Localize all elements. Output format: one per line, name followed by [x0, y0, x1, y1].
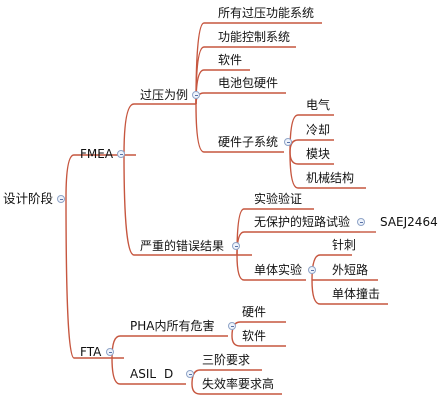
hardware-subsystem-collapse-toggle[interactable] [284, 138, 292, 146]
pha-hazards-node[interactable]: PHA内所有危害 [130, 319, 215, 333]
asil-level-node[interactable]: D [164, 367, 174, 381]
monomer-experiment-collapse-toggle[interactable] [308, 266, 316, 274]
connector-fmea-severe [123, 154, 252, 256]
module-node[interactable]: 模块 [306, 147, 331, 161]
connector-hw-cooling [289, 139, 334, 153]
monomer-experiment-node[interactable]: 单体实验 [254, 263, 303, 277]
connector-monomer-needle [311, 254, 352, 281]
failure-rate-high-node[interactable]: 失效率要求高 [202, 377, 275, 391]
cooling-node[interactable]: 冷却 [306, 123, 331, 137]
connector-fmea-overvoltage [123, 103, 196, 156]
needle-puncture-node[interactable]: 针刺 [332, 238, 357, 252]
fmea-collapse-toggle[interactable] [117, 150, 125, 158]
connector-asil-failure [191, 383, 282, 395]
connector-fta-asil [111, 357, 186, 385]
experiment-verification-node[interactable]: 实验验证 [254, 192, 303, 206]
function-control-system-node[interactable]: 功能控制系统 [218, 30, 291, 44]
monomer-impact-node[interactable]: 单体撞击 [332, 287, 381, 301]
overvoltage-collapse-toggle[interactable] [192, 91, 200, 99]
electrical-node[interactable]: 电气 [306, 98, 331, 112]
root-collapse-toggle[interactable] [57, 195, 65, 203]
connector-asil-third [191, 369, 262, 385]
connector-monomer-impact [311, 279, 388, 305]
connector-root-fmea [65, 154, 136, 199]
fmea-node[interactable]: FMEA [80, 147, 114, 161]
fta-collapse-toggle[interactable] [106, 348, 114, 356]
unprotected-short-test-collapse-toggle[interactable] [357, 218, 365, 226]
connector-severe-monomer [236, 254, 306, 281]
pha-software-node[interactable]: 软件 [242, 329, 267, 343]
unprotected-short-test-node[interactable]: 无保护的短路试验 [254, 215, 351, 229]
saej2464-node[interactable]: SAEJ2464 [380, 215, 438, 229]
third-order-requirements-node[interactable]: 三阶要求 [202, 353, 251, 367]
asil-node[interactable]: ASIL [130, 367, 157, 381]
mechanical-structure-node[interactable]: 机械结构 [306, 171, 355, 185]
connector-severe-unprotected [236, 231, 360, 256]
root-node[interactable]: 设计阶段 [3, 191, 54, 206]
asil-collapse-toggle[interactable] [186, 370, 194, 378]
severe-error-result-node[interactable]: 严重的错误结果 [140, 239, 225, 253]
software-node[interactable]: 软件 [218, 53, 243, 67]
all-overvoltage-systems-node[interactable]: 所有过压功能系统 [218, 6, 315, 20]
battery-pack-hardware-node[interactable]: 电池包硬件 [218, 76, 279, 90]
connector-overvoltage-hardware-sub [195, 103, 284, 153]
pha-hazards-collapse-toggle[interactable] [228, 322, 236, 330]
overvoltage-node[interactable]: 过压为例 [140, 88, 189, 102]
connector-overvoltage-battery [195, 92, 286, 105]
pha-hardware-node[interactable]: 硬件 [242, 305, 267, 319]
connector-root-fta [65, 197, 124, 359]
connector-pha-software [231, 335, 286, 347]
connector-hw-mechanical [289, 151, 366, 189]
external-short-node[interactable]: 外短路 [332, 263, 369, 277]
fta-node[interactable]: FTA [80, 345, 102, 359]
severe-error-result-collapse-toggle[interactable] [232, 242, 240, 250]
hardware-subsystem-node[interactable]: 硬件子系统 [218, 135, 279, 149]
